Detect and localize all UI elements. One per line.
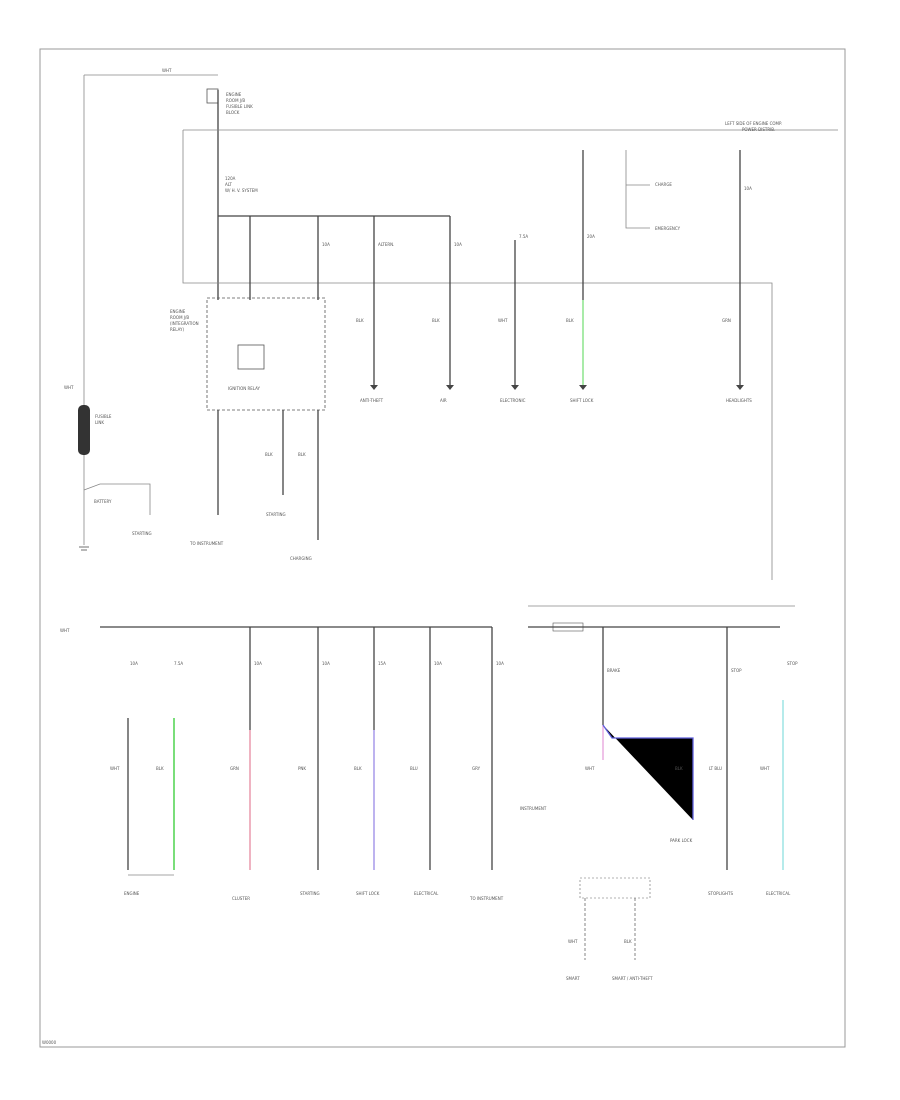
dest-r-693: PARK LOCK — [670, 838, 693, 843]
fuse-label-454: 10A — [454, 242, 462, 247]
fuse-r-731: STOP — [731, 668, 742, 673]
fuse-label-744: 10A — [744, 186, 752, 191]
color-label-12: BLU — [410, 766, 418, 771]
color-label-10: PNK — [298, 766, 306, 771]
bottom-connector — [579, 877, 651, 899]
main-fuse-label: ENGINE — [226, 92, 242, 97]
color-label-0: BLK — [356, 318, 364, 323]
color-label-4: GRN — [722, 318, 731, 323]
battery-ground — [79, 546, 89, 551]
dest-b-430: ELECTRICAL — [414, 891, 439, 896]
fuse-label-655: CHARGE — [655, 182, 672, 187]
branch-626 — [625, 150, 650, 229]
arrow-374 — [370, 385, 378, 390]
battery-text: BATTERY — [94, 499, 112, 504]
junction-block-border — [182, 129, 838, 580]
dest-instrument: TO INSTRUMENT — [189, 541, 224, 546]
fuse-label-318: 10A — [322, 242, 330, 247]
dest-583: SHIFT LOCK — [570, 398, 594, 403]
dest-b-318: STARTING — [300, 891, 320, 896]
dest-b-128: ENGINE — [124, 891, 140, 896]
relay-box-label-3: (INTEGRATION — [170, 321, 199, 326]
fusible-link — [78, 405, 90, 455]
fuse-b-174: 7.5A — [174, 661, 183, 666]
fuse-r-787: STOP — [787, 661, 798, 666]
color-label-19: BLK — [624, 939, 632, 944]
battery-label: WHT — [64, 385, 74, 390]
arrow-583 — [579, 385, 587, 390]
relay-box-label: ENGINE — [170, 309, 186, 314]
diagram-id-code: W0000 — [42, 1040, 57, 1045]
color-label-6: BLK — [298, 452, 306, 457]
fuse-b-130: 10A — [130, 661, 138, 666]
color-label-8: BLK — [156, 766, 164, 771]
dest-r-783: ELECTRICAL — [766, 891, 791, 896]
battery-branch — [83, 483, 151, 515]
dest-374: ANTI-THEFT — [360, 398, 384, 403]
dest-c-a: SMART — [566, 976, 580, 981]
fusible-link-label: FUSIBLE — [95, 414, 112, 419]
dest-515: ELECTRONIC — [500, 398, 526, 403]
color-label-15: BLK — [675, 766, 683, 771]
diagram-frame — [39, 48, 846, 1048]
arrow-740 — [736, 385, 744, 390]
color-label-13: GRY — [472, 766, 481, 771]
fuse-am1-label-2: ALT — [225, 182, 232, 187]
fuse-b-378: 15A — [378, 661, 386, 666]
fuse-b-322: 10A — [322, 661, 330, 666]
fusible-link-label-2: LINK — [95, 420, 104, 425]
fuse-b-434: 10A — [434, 661, 442, 666]
drop-603-purple — [602, 724, 694, 820]
fuse-label-519: 7.5A — [519, 234, 528, 239]
arrow-450 — [446, 385, 454, 390]
fuse-b-254: 10A — [254, 661, 262, 666]
bottom-left-wire-label: WHT — [60, 628, 70, 633]
fuse-label-587: 20A — [587, 234, 595, 239]
dest-starting: STARTING — [132, 531, 152, 536]
fuse-label-655b: EMERGENCY — [655, 226, 681, 231]
main-fuse-label-3: FUSIBLE LINK — [226, 104, 253, 109]
junction-block-label-2: POWER DISTRIB. — [742, 127, 775, 132]
main-fuse-label-4: BLOCK — [226, 110, 240, 115]
integration-relay-box — [206, 297, 326, 411]
fuse-r-607: BRAKE — [607, 668, 621, 673]
dest-b-374: SHIFT LOCK — [356, 891, 380, 896]
color-label-7: WHT — [110, 766, 120, 771]
fuse-b-496: 10A — [496, 661, 504, 666]
dest-charging: CHARGING — [290, 556, 312, 561]
color-label-18: WHT — [568, 939, 578, 944]
color-label-16: LT BLU — [709, 766, 722, 771]
color-label-5: BLK — [265, 452, 273, 457]
color-label-3: BLK — [566, 318, 574, 323]
dest-r-727: STOPLIGHTS — [708, 891, 734, 896]
color-label-11: BLK — [354, 766, 362, 771]
arrow-515 — [511, 385, 519, 390]
color-label-9: GRN — [230, 766, 239, 771]
fuse-am1-label-3: W/ H. V. SYSTEM — [225, 188, 258, 193]
relay-symbol — [237, 344, 265, 370]
fuse-am1-label: 120A — [225, 176, 236, 181]
color-label-14: WHT — [585, 766, 595, 771]
color-label-2: WHT — [498, 318, 508, 323]
top-wire-color-label: WHT — [162, 68, 172, 73]
dest-740: HEADLIGHTS — [726, 398, 752, 403]
color-label-17: WHT — [760, 766, 770, 771]
fuse-label-378: ALTERN. — [378, 242, 394, 247]
dest-c-b: SMART / ANTI-THEFT — [612, 976, 653, 981]
relay-box-label-2: ROOM J/B — [170, 315, 189, 320]
relay-box-label-4: RELAY) — [170, 327, 184, 332]
dest-450: AIR — [440, 398, 447, 403]
main-fuse-symbol — [206, 88, 219, 104]
dest-starting-2: STARTING — [266, 512, 286, 517]
color-label-1: BLK — [432, 318, 440, 323]
dest-b-250: CLUSTER — [232, 896, 250, 901]
main-fuse-label-2: ROOM J/B — [226, 98, 245, 103]
dest-r-instrument: INSTRUMENT — [520, 806, 547, 811]
relay-name: IGNITION RELAY — [228, 386, 261, 391]
junction-block-label: LEFT SIDE OF ENGINE COMP. — [725, 121, 782, 126]
dest-b-492: TO INSTRUMENT — [469, 896, 504, 901]
